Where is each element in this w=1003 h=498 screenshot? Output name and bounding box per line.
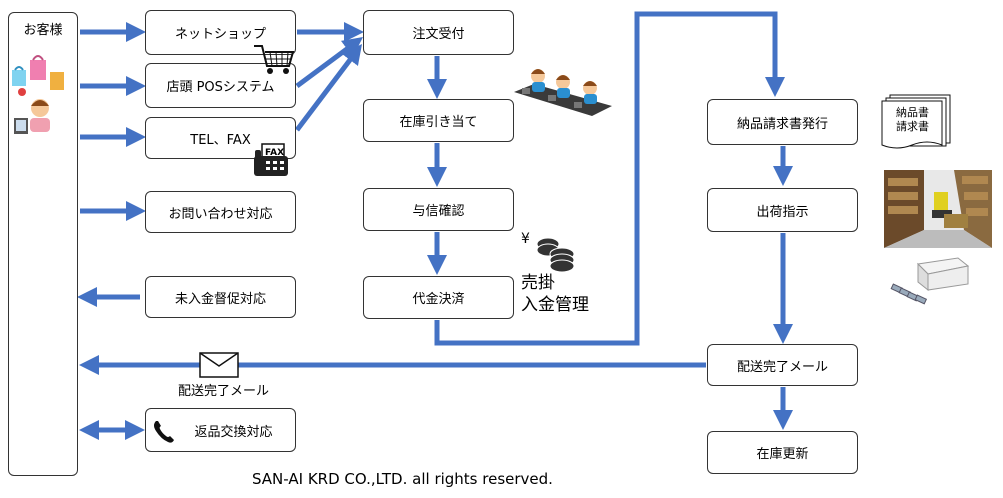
shopping-cart-icon — [254, 45, 295, 74]
payment-label: 代金決済 — [412, 292, 465, 307]
inquiry-label: お問い合わせ対応 — [168, 206, 273, 222]
fax-machine-text: FAX — [265, 148, 284, 158]
payment-reminder-label: 未入金督促対応 — [174, 291, 266, 307]
documents-line2: 請求書 — [896, 120, 929, 133]
store-pos-label: 店頭 POSシステム — [166, 80, 275, 95]
delivery-mail-box: 配送完了メール — [707, 344, 858, 386]
inquiry-box: お問い合わせ対応 — [145, 191, 296, 233]
arrow-tel-order — [295, 44, 363, 132]
mail-label: 配送完了メール — [178, 384, 270, 399]
return-exchange-label: 返品交換対応 — [194, 424, 273, 440]
receivables-line1: 売掛 — [521, 273, 555, 293]
shipping-instruction-box: 出荷指示 — [707, 188, 858, 232]
envelope-icon — [199, 352, 239, 378]
net-shop-label: ネットショップ — [174, 27, 266, 42]
shipping-instruction-label: 出荷指示 — [756, 204, 809, 220]
documents-label: 納品書 請求書 — [896, 106, 929, 134]
copyright-footer: SAN-AI KRD CO.,LTD. all rights reserved. — [252, 470, 553, 488]
net-shop-box: ネットショップ — [145, 10, 296, 55]
receivables-label: 売掛 入金管理 — [521, 272, 589, 316]
order-receipt-label: 注文受付 — [412, 27, 465, 42]
documents-line1: 納品書 — [896, 106, 929, 119]
coins-icon — [536, 237, 575, 273]
customer-label: お客様 — [23, 23, 63, 38]
credit-check-box: 与信確認 — [363, 188, 514, 231]
payment-reminder-box: 未入金督促対応 — [145, 276, 296, 318]
invoice-issue-box: 納品請求書発行 — [707, 99, 858, 145]
payment-box: 代金決済 — [363, 276, 514, 319]
yen-sign: ¥ — [521, 231, 530, 247]
customer-box: お客様 — [8, 12, 78, 476]
inventory-update-label: 在庫更新 — [756, 447, 809, 462]
order-receipt-box: 注文受付 — [363, 10, 514, 55]
stock-allocation-box: 在庫引き当て — [363, 99, 514, 142]
tel-fax-label: TEL、FAX — [190, 132, 251, 148]
return-exchange-box: 返品交換対応 — [145, 408, 296, 452]
arrow-payment-to-invoice — [434, 11, 785, 346]
stock-allocation-label: 在庫引き当て — [399, 115, 478, 130]
distribution-center-icon — [890, 257, 970, 305]
delivery-mail-label: 配送完了メール — [736, 359, 828, 375]
warehouse-forklift-icon — [884, 170, 992, 248]
person-at-computer-icon — [14, 99, 50, 134]
documents-icon — [881, 94, 951, 149]
call-center-operators-icon — [514, 69, 612, 116]
inventory-update-box: 在庫更新 — [707, 431, 858, 474]
fax-machine-icon: FAX — [254, 143, 288, 176]
shopping-bags-icon — [12, 55, 64, 96]
credit-check-label: 与信確認 — [412, 204, 465, 219]
invoice-issue-label: 納品請求書発行 — [736, 116, 828, 132]
phone-icon — [154, 421, 174, 443]
receivables-line2: 入金管理 — [521, 295, 589, 315]
